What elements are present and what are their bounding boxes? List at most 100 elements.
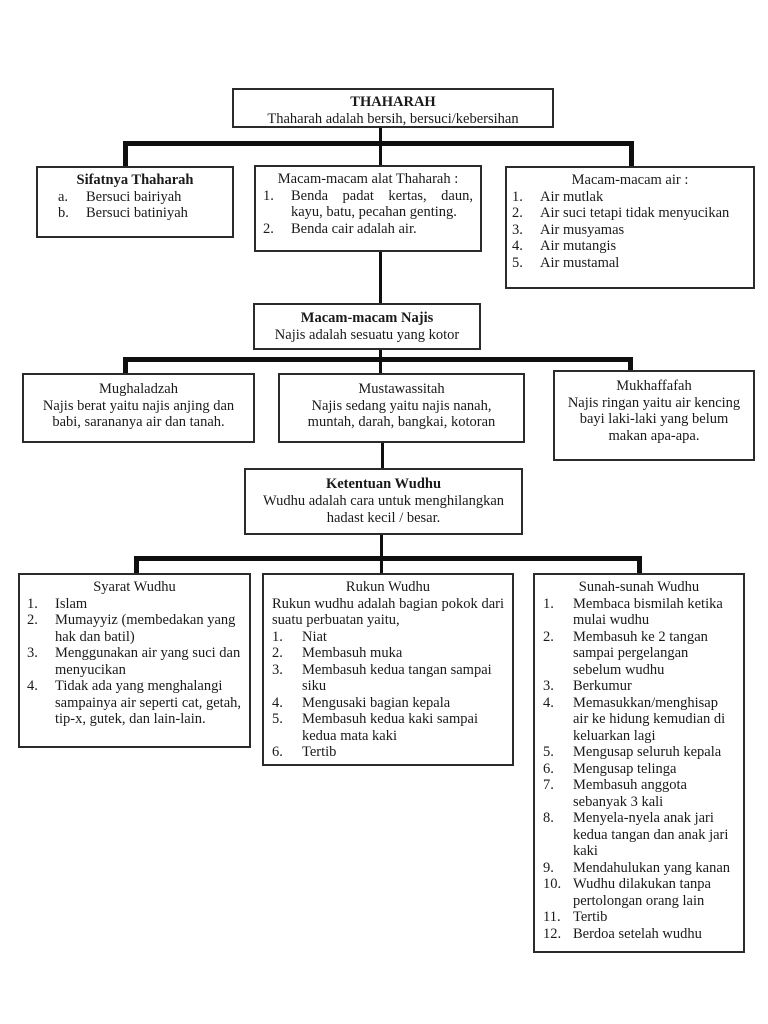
list-marker: 1. [263, 187, 274, 204]
list-text: Tidak ada yang menghalangi sampainya air… [55, 678, 242, 727]
list-marker: 4. [272, 694, 283, 711]
node-title: Mustawassitah [358, 381, 445, 397]
list-item: a. Bersuci bairiyah [45, 189, 225, 206]
list-text: Mengusap seluruh kepala [573, 744, 722, 760]
list-item: 2. Benda cair adalah air. [263, 221, 473, 238]
list-item: b. Bersuci batiniyah [45, 205, 225, 222]
list-marker: 2. [512, 205, 523, 221]
connector-spine-ketentuan [381, 442, 384, 469]
list-item: 1. Benda padat kertas, daun, kayu, batu,… [263, 188, 473, 221]
connector-spine-najis [379, 251, 382, 304]
list-item: 9. Mendahulukan yang kanan [543, 860, 735, 877]
node-syarat-wudhu: Syarat Wudhu 1. Islam 2. Mumayyiz (membe… [18, 573, 251, 748]
list-item: 4. Memasukkan/menghisap air ke hidung ke… [543, 695, 735, 745]
list-text: Menyela-nyela anak jari kedua tangan dan… [573, 810, 729, 859]
list-marker: 3. [543, 678, 554, 694]
node-subtitle: Wudhu adalah cara untuk menghilangkan ha… [263, 493, 504, 526]
connector-spine-bottom [380, 534, 383, 574]
list-marker: 10. [543, 876, 562, 892]
node-sifatnya-thaharah: Sifatnya Thaharah a. Bersuci bairiyah b.… [36, 166, 234, 238]
node-title: Syarat Wudhu [93, 579, 176, 595]
node-body: Najis ringan yaitu air kencing bayi laki… [567, 394, 741, 444]
connector-bar-bottom [134, 556, 642, 561]
list-marker: 5. [543, 744, 554, 760]
node-subtitle: Najis adalah sesuatu yang kotor [274, 326, 460, 343]
node-title: Macam-macam Najis [300, 310, 434, 326]
list-text: Berkumur [573, 678, 632, 694]
connector-drop-mid-left [123, 357, 128, 374]
list-item: 6. Tertib [272, 744, 504, 761]
list-text: Memasukkan/menghisap air ke hidung kemud… [573, 694, 726, 744]
list-marker: 4. [512, 238, 523, 254]
list-marker: 1. [272, 628, 283, 645]
list-text: Air musyamas [540, 221, 625, 238]
node-subtitle: Thaharah adalah bersih, bersuci/kebersih… [267, 111, 519, 127]
node-macam-najis: Macam-macam Najis Najis adalah sesuatu y… [253, 303, 481, 350]
list-item: 7. Membasuh anggota sebanyak 3 kali [543, 777, 735, 810]
list-item: 2. Mumayyiz (membedakan yang hak dan bat… [27, 612, 242, 645]
list-text: Mengusap telinga [573, 760, 677, 777]
node-body: Najis berat yaitu najis anjing dan babi,… [42, 397, 235, 431]
connector-bar-top [123, 141, 634, 146]
list-marker: 11. [543, 909, 561, 925]
list-item: 2. Air suci tetapi tidak menyucikan [512, 205, 748, 222]
list-marker: 7. [543, 777, 554, 793]
list-marker: 2. [543, 628, 554, 645]
list-item: 3. Membasuh kedua tangan sampai siku [272, 662, 504, 695]
list-text: Air suci tetapi tidak menyucikan [540, 205, 730, 221]
node-title: Ketentuan Wudhu [325, 476, 442, 492]
node-mughaladzah: Mughaladzah Najis berat yaitu najis anji… [22, 373, 255, 443]
node-title: THAHARAH [350, 94, 436, 110]
list-marker: 4. [27, 678, 38, 694]
connector-drop-top-left [123, 141, 128, 167]
list-text: Bersuci batiniyah [86, 205, 188, 221]
list-text: Membasuh anggota sebanyak 3 kali [573, 777, 687, 810]
list-item: 5. Membasuh kedua kaki sampai kedua mata… [272, 711, 504, 744]
list-item: 4. Tidak ada yang menghalangi sampainya … [27, 678, 242, 728]
list-item: 2. Membasuh muka [272, 645, 504, 662]
list-item: 1. Islam [27, 596, 242, 613]
list-marker: 6. [543, 760, 554, 777]
list-text: Membasuh kedua tangan sampai siku [302, 661, 492, 695]
node-body: Najis sedang yaitu najis nanah, muntah, … [307, 397, 496, 431]
list-text: Berdoa setelah wudhu [573, 925, 702, 942]
connector-spine-top [379, 128, 382, 167]
node-title: Macam-macam air : [571, 172, 689, 188]
list-marker: 1. [27, 595, 38, 612]
list-text: Membasuh kedua kaki sampai kedua mata ka… [302, 711, 478, 744]
list-text: Islam [55, 595, 88, 612]
node-alat-thaharah: Macam-macam alat Thaharah : 1. Benda pad… [254, 165, 482, 252]
list-item: 2. Membasuh ke 2 tangan sampai pergelang… [543, 629, 735, 679]
node-macam-air: Macam-macam air : 1. Air mutlak 2. Air s… [505, 166, 755, 289]
list-text: Benda cair adalah air. [291, 220, 417, 237]
list-text: Niat [302, 628, 327, 645]
list-text: Tertib [302, 744, 337, 760]
node-title: Macam-macam alat Thaharah : [277, 171, 459, 187]
node-title: Rukun Wudhu [345, 579, 431, 595]
list-marker: 6. [272, 744, 283, 760]
list-marker: 5. [272, 711, 283, 727]
list-text: Mengusaki bagian kepala [302, 694, 451, 711]
list-text: Air mutangis [540, 238, 617, 254]
node-sunah-wudhu: Sunah-sunah Wudhu 1. Membaca bismilah ke… [533, 573, 745, 953]
connector-bar-mid [123, 357, 633, 362]
list-marker: 1. [543, 595, 554, 612]
list-text: Tertib [573, 909, 608, 925]
list-marker: 3. [512, 221, 523, 238]
connector-drop-mid-right [628, 357, 633, 374]
list-text: Air mutlak [540, 188, 604, 205]
list-item: 1. Membaca bismilah ketika mulai wudhu [543, 596, 735, 629]
connector-drop-bottom-right [637, 556, 642, 574]
list-marker: 12. [543, 925, 562, 942]
node-title: Sunah-sunah Wudhu [578, 579, 700, 595]
list-text: Benda padat kertas, daun, kayu, batu, pe… [291, 187, 473, 221]
list-item: 4. Mengusaki bagian kepala [272, 695, 504, 712]
list-text: Membasuh ke 2 tangan sampai pergelangan … [573, 628, 708, 678]
list-item: 10. Wudhu dilakukan tanpa pertolongan or… [543, 876, 735, 909]
list-item: 6. Mengusap telinga [543, 761, 735, 778]
node-title: Mukhaffafah [616, 378, 692, 394]
list-item: 5. Air mustamal [512, 255, 748, 272]
node-rukun-wudhu: Rukun Wudhu Rukun wudhu adalah bagian po… [262, 573, 514, 766]
list-item: 11. Tertib [543, 909, 735, 926]
